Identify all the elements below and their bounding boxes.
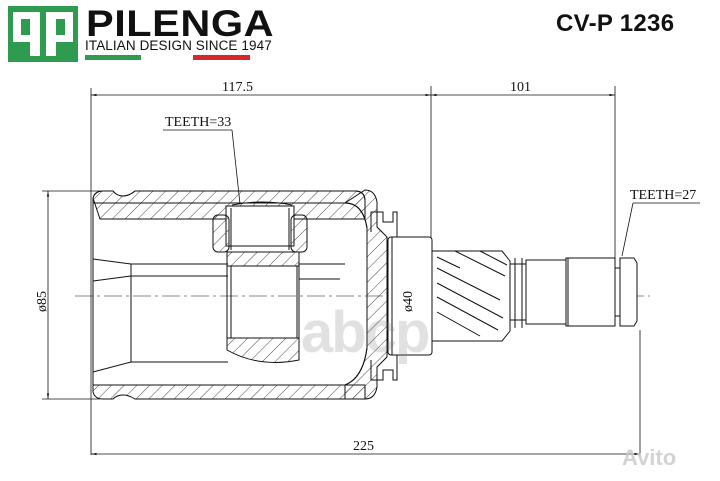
dim-outer-diameter: ø85 <box>35 291 50 312</box>
watermark-abcp: abcp <box>301 300 430 365</box>
dim-shaft-length: 101 <box>510 80 531 95</box>
dim-housing-length: 117.5 <box>222 80 253 95</box>
dim-shaft-diameter: ø40 <box>401 291 416 312</box>
callout-shaft-teeth: TEETH=27 <box>630 188 696 203</box>
qp-logo-icon <box>8 6 78 62</box>
flag-stripe-green <box>85 55 141 60</box>
callout-inner-teeth: TEETH=33 <box>165 115 231 130</box>
brand-name: PILENGA <box>86 3 275 44</box>
watermark-avito: Avito <box>622 445 677 470</box>
part-number: CV-P 1236 <box>556 10 675 37</box>
flag-stripe-red <box>193 55 250 60</box>
dim-total-length: 225 <box>353 439 374 454</box>
brand-tagline: ITALIAN DESIGN SINCE 1947 <box>85 38 272 53</box>
